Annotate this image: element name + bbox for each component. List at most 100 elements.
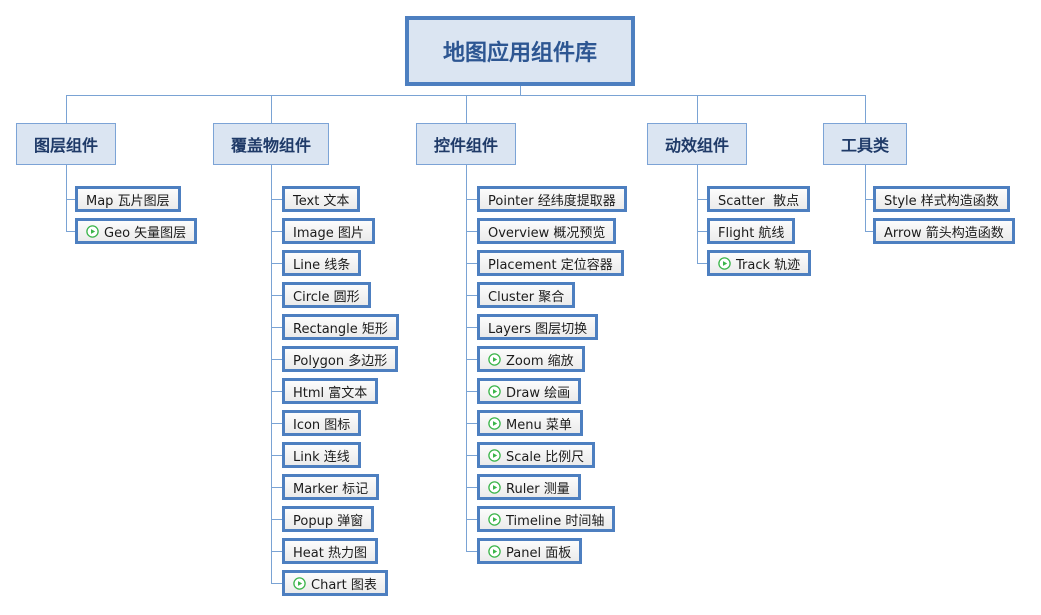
child-node[interactable]: Html 富文本 <box>282 378 379 404</box>
node-label: Text 文本 <box>293 193 350 209</box>
node-label: Layers 图层切换 <box>488 321 588 337</box>
node-label: Flight 航线 <box>718 225 785 241</box>
child-node[interactable]: Ruler 测量 <box>477 474 581 500</box>
connector-line <box>697 199 707 200</box>
node-label: Menu 菜单 <box>506 417 572 433</box>
node-label: Scatter 散点 <box>718 193 800 209</box>
connector-line <box>271 487 282 488</box>
node-label: 覆盖物组件 <box>230 136 312 155</box>
node-label: Style 样式构造函数 <box>884 193 999 209</box>
child-node[interactable]: Overview 概况预览 <box>477 218 617 244</box>
child-node[interactable]: Arrow 箭头构造函数 <box>873 218 1015 244</box>
connector-line <box>66 95 865 96</box>
child-node[interactable]: Layers 图层切换 <box>477 314 599 340</box>
connector-line <box>271 295 282 296</box>
node-label: Overview 概况预览 <box>488 225 606 241</box>
child-node[interactable]: Map 瓦片图层 <box>75 186 181 212</box>
child-node[interactable]: Text 文本 <box>282 186 361 212</box>
node-label: Link 连线 <box>293 449 350 465</box>
branch-node-1[interactable]: 图层组件 <box>15 123 117 165</box>
child-node[interactable]: Circle 圆形 <box>282 282 371 308</box>
node-label: Pointer 经纬度提取器 <box>488 193 616 209</box>
connector-line <box>466 551 477 552</box>
connector-line <box>466 455 477 456</box>
child-node[interactable]: Scale 比例尺 <box>477 442 596 468</box>
connector-line <box>520 86 521 95</box>
play-icon <box>488 480 501 494</box>
play-icon <box>488 384 501 398</box>
child-node[interactable]: Draw 绘画 <box>477 378 582 404</box>
node-label: Marker 标记 <box>293 481 369 497</box>
child-node[interactable]: Flight 航线 <box>707 218 796 244</box>
node-label: Cluster 聚合 <box>488 289 565 305</box>
child-node[interactable]: Scatter 散点 <box>707 186 811 212</box>
connector-line <box>271 263 282 264</box>
child-node[interactable]: Menu 菜单 <box>477 410 583 436</box>
connector-line <box>697 95 698 123</box>
child-node[interactable]: Image 图片 <box>282 218 375 244</box>
connector-line <box>271 327 282 328</box>
connector-line <box>66 231 75 232</box>
connector-line <box>466 95 467 123</box>
branch-node-5[interactable]: 工具类 <box>822 123 908 165</box>
child-node[interactable]: Panel 面板 <box>477 538 583 564</box>
branch-node-3[interactable]: 控件组件 <box>415 123 517 165</box>
child-node[interactable]: Marker 标记 <box>282 474 380 500</box>
node-label: Map 瓦片图层 <box>86 193 170 209</box>
child-node[interactable]: Icon 图标 <box>282 410 362 436</box>
node-label: Chart 图表 <box>311 577 377 593</box>
connector-line <box>466 391 477 392</box>
connector-line <box>466 231 477 232</box>
root-node[interactable]: 地图应用组件库 <box>404 16 636 86</box>
node-label: Popup 弹窗 <box>293 513 364 529</box>
connector-line <box>466 487 477 488</box>
child-node[interactable]: Geo 矢量图层 <box>75 218 198 244</box>
connector-line <box>271 583 282 584</box>
connector-line <box>66 199 75 200</box>
node-label: Polygon 多边形 <box>293 353 388 369</box>
node-label: Line 线条 <box>293 257 351 273</box>
connector-line <box>697 231 707 232</box>
child-node[interactable]: Cluster 聚合 <box>477 282 576 308</box>
connector-line <box>466 165 467 551</box>
connector-line <box>271 423 282 424</box>
connector-line <box>271 359 282 360</box>
child-node[interactable]: Rectangle 矩形 <box>282 314 399 340</box>
child-node[interactable]: Track 轨迹 <box>707 250 812 276</box>
child-node[interactable]: Zoom 缩放 <box>477 346 585 372</box>
node-label: 地图应用组件库 <box>442 41 598 66</box>
child-node[interactable]: Heat 热力图 <box>282 538 378 564</box>
child-node[interactable]: Chart 图表 <box>282 570 388 596</box>
connector-line <box>271 519 282 520</box>
connector-line <box>271 231 282 232</box>
play-icon <box>293 576 306 590</box>
play-icon <box>718 256 731 270</box>
play-icon <box>488 512 501 526</box>
node-label: Timeline 时间轴 <box>506 513 605 529</box>
node-label: Zoom 缩放 <box>506 353 574 369</box>
child-node[interactable]: Pointer 经纬度提取器 <box>477 186 627 212</box>
branch-node-2[interactable]: 覆盖物组件 <box>212 123 330 165</box>
child-node[interactable]: Style 样式构造函数 <box>873 186 1010 212</box>
child-node[interactable]: Link 连线 <box>282 442 361 468</box>
child-node[interactable]: Popup 弹窗 <box>282 506 375 532</box>
child-node[interactable]: Polygon 多边形 <box>282 346 399 372</box>
node-label: Arrow 箭头构造函数 <box>884 225 1004 241</box>
node-label: Ruler 测量 <box>506 481 570 497</box>
connector-line <box>466 327 477 328</box>
play-icon <box>488 544 501 558</box>
connector-line <box>697 263 707 264</box>
play-icon <box>488 448 501 462</box>
connector-line <box>66 165 67 231</box>
node-label: Geo 矢量图层 <box>104 225 187 241</box>
child-node[interactable]: Placement 定位容器 <box>477 250 624 276</box>
child-node[interactable]: Timeline 时间轴 <box>477 506 616 532</box>
branch-node-4[interactable]: 动效组件 <box>646 123 748 165</box>
node-label: 图层组件 <box>33 136 99 155</box>
connector-line <box>271 95 272 123</box>
node-label: Panel 面板 <box>506 545 572 561</box>
node-label: 工具类 <box>840 136 890 155</box>
child-node[interactable]: Line 线条 <box>282 250 362 276</box>
play-icon <box>488 352 501 366</box>
play-icon <box>488 416 501 430</box>
